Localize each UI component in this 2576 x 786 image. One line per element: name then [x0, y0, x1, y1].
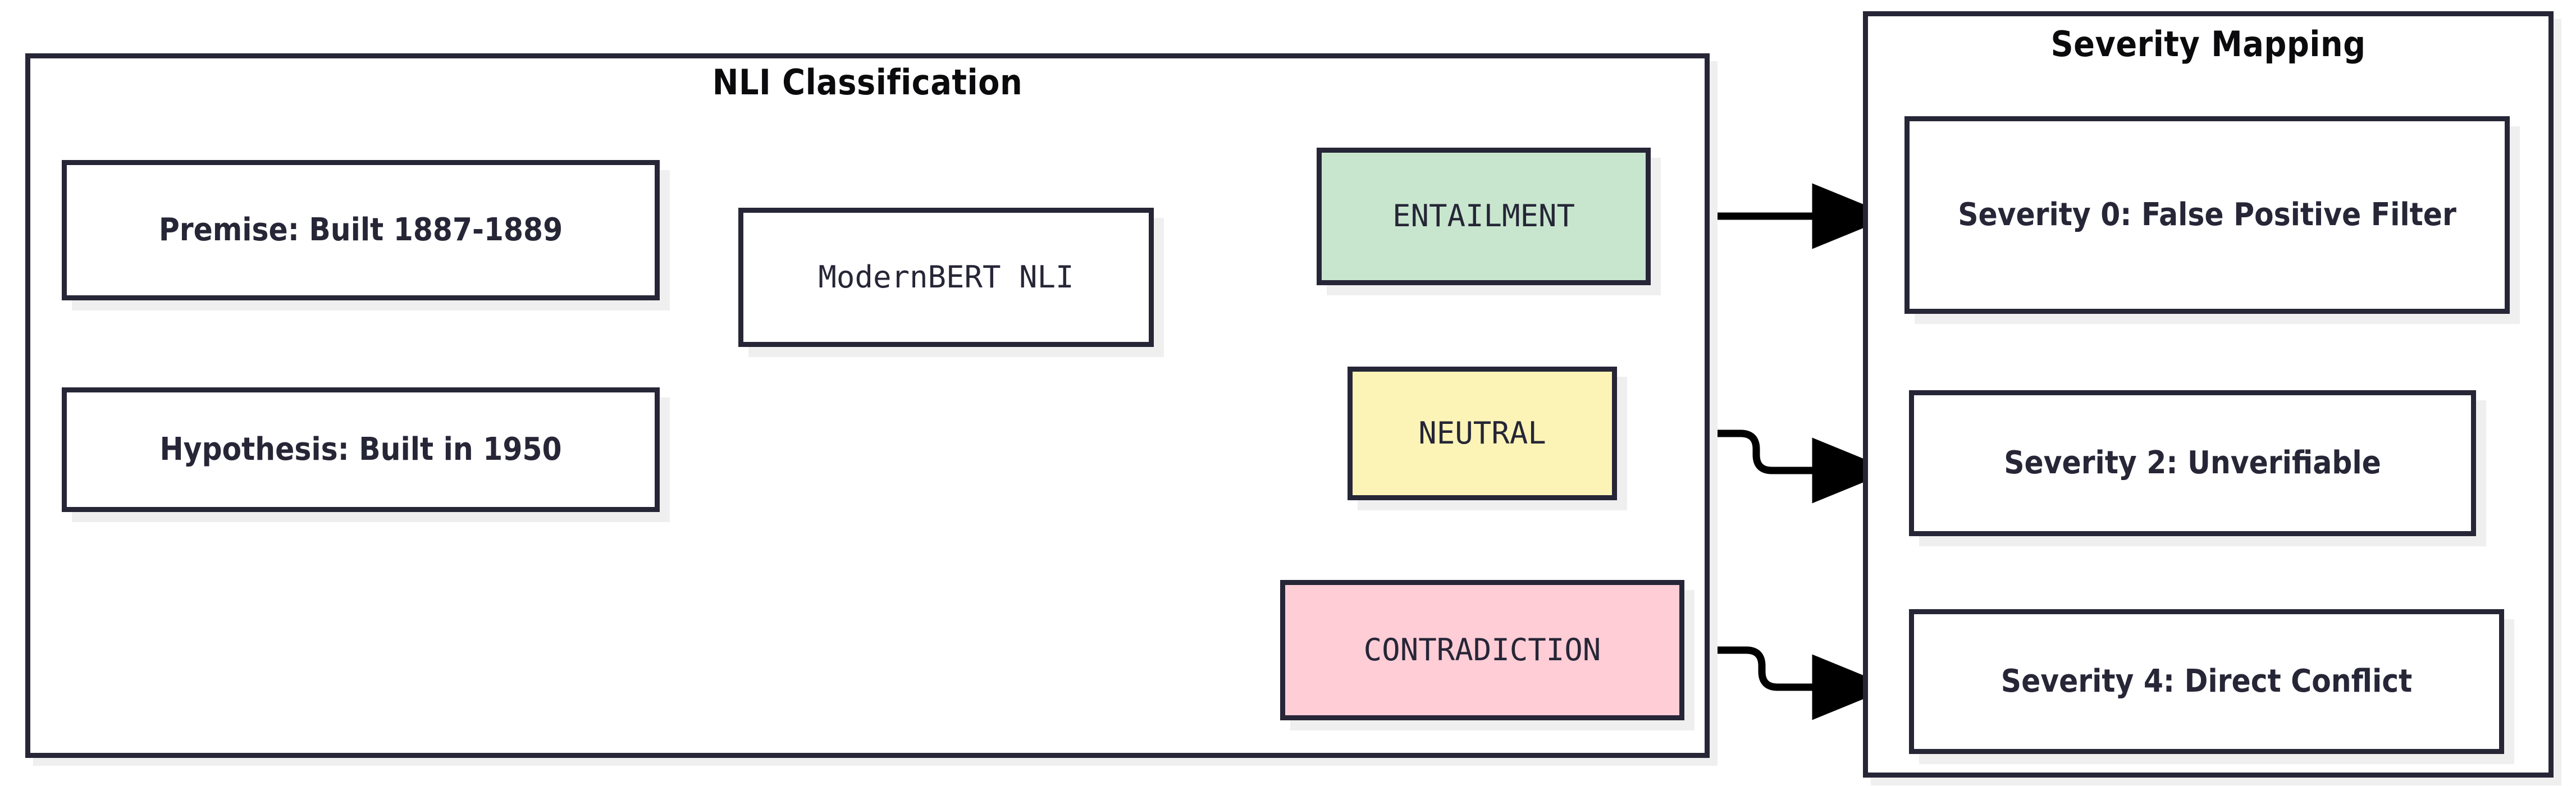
node-severity-4[interactable]: Severity 4: Direct Conflict: [1909, 609, 2504, 754]
node-entailment[interactable]: ENTAILMENT: [1317, 148, 1651, 285]
node-premise[interactable]: Premise: Built 1887-1889: [62, 160, 660, 300]
node-contradiction-label: CONTRADICTION: [1363, 632, 1601, 668]
node-modernbert-nli-label: ModernBERT NLI: [818, 259, 1074, 295]
node-premise-label: Premise: Built 1887-1889: [158, 212, 563, 249]
node-severity-2-label: Severity 2: Unverifiable: [2004, 445, 2381, 482]
node-neutral-label: NEUTRAL: [1418, 415, 1546, 451]
node-severity-0-label: Severity 0: False Positive Filter: [1958, 196, 2456, 234]
node-severity-4-label: Severity 4: Direct Conflict: [2000, 663, 2413, 700]
node-severity-0[interactable]: Severity 0: False Positive Filter: [1904, 116, 2510, 314]
subgraph-title-severity-mapping: Severity Mapping: [2050, 24, 2366, 65]
node-hypothesis-label: Hypothesis: Built in 1950: [159, 431, 562, 468]
node-contradiction[interactable]: CONTRADICTION: [1280, 580, 1684, 720]
edge-contradiction-to-severity4: [1684, 646, 1893, 720]
node-modernbert-nli[interactable]: ModernBERT NLI: [738, 208, 1154, 347]
node-severity-2[interactable]: Severity 2: Unverifiable: [1909, 390, 2476, 536]
node-entailment-label: ENTAILMENT: [1392, 198, 1575, 234]
node-hypothesis[interactable]: Hypothesis: Built in 1950: [62, 387, 660, 512]
node-neutral[interactable]: NEUTRAL: [1348, 367, 1617, 500]
subgraph-title-nli-classification: NLI Classification: [712, 62, 1023, 103]
